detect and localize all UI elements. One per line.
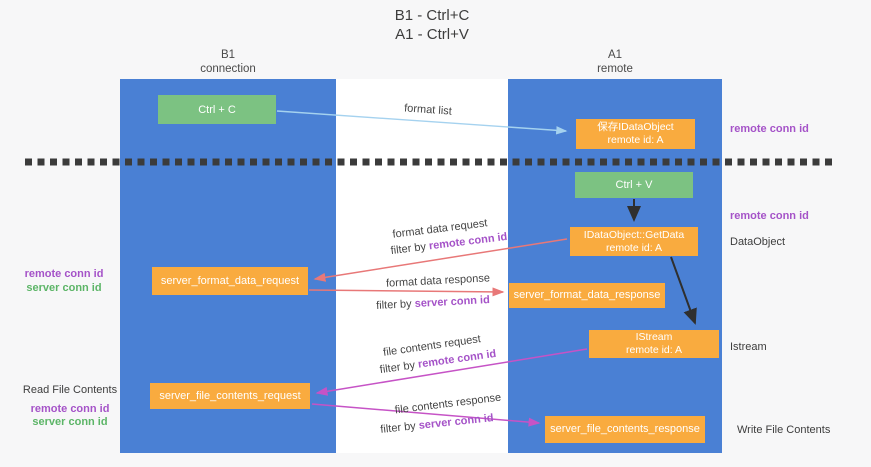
arrow-file-contents-response: [311, 403, 541, 427]
arrow-getdata-to-istream: [670, 256, 697, 325]
left-bottom-remote-conn-id: remote conn id: [30, 402, 110, 415]
node-istream-line1: IStream: [635, 331, 673, 343]
arrow-format-data-response: [308, 287, 505, 297]
annotation-left-bottom: Read File Contents remote conn id server…: [20, 384, 120, 430]
node-server-format-data-request: server_format_data_request: [152, 267, 308, 295]
node-istream-line2: remote id: A: [625, 344, 683, 356]
column-a1-name: A1: [607, 49, 623, 61]
node-format-response-label: server_format_data_response: [513, 289, 661, 301]
node-format-request-label: server_format_data_request: [160, 274, 300, 287]
diagram-title: B1 - Ctrl+C A1 - Ctrl+V: [282, 6, 582, 44]
title-line-2: A1 - Ctrl+V: [395, 26, 469, 43]
column-b1-name: B1: [220, 49, 236, 61]
node-getdata-line2: remote id: A: [605, 241, 663, 254]
arrow-format-data-request: [313, 238, 568, 282]
annotation-write-file-contents: Write File Contents: [737, 424, 831, 436]
node-server-format-data-response: server_format_data_response: [509, 283, 665, 308]
node-ctrl-v: Ctrl + V: [575, 172, 693, 198]
annotation-left-mid: remote conn id server conn id: [22, 268, 106, 295]
left-mid-server-conn-id: server conn id: [26, 281, 102, 294]
annotation-istream: Istream: [730, 341, 767, 353]
arrow-file-contents-request: [315, 348, 588, 396]
node-ctrl-c-label: Ctrl + C: [198, 103, 236, 116]
node-getdata-line1: IDataObject::GetData: [583, 228, 685, 241]
arrow-format-list: [276, 110, 568, 135]
left-bottom-server-conn-id: server conn id: [32, 416, 108, 428]
node-file-request-label: server_file_contents_request: [159, 389, 301, 402]
node-ctrl-v-label: Ctrl + V: [615, 179, 653, 191]
left-mid-remote-conn-id: remote conn id: [24, 268, 104, 280]
node-server-file-contents-request: server_file_contents_request: [150, 383, 310, 409]
column-header-a1: A1 remote: [508, 48, 722, 76]
node-file-response-label: server_file_contents_response: [550, 423, 700, 435]
column-header-b1: B1 connection: [120, 48, 336, 76]
annotation-remote-conn-id-top: remote conn id: [730, 123, 809, 135]
node-save-dataobject-line1: 保存IDataObject: [597, 121, 674, 133]
annotation-dataobject: DataObject: [730, 236, 786, 248]
node-idataobject-getdata: IDataObject::GetData remote id: A: [570, 227, 698, 256]
node-ctrl-c: Ctrl + C: [158, 95, 276, 124]
node-server-file-contents-response: server_file_contents_response: [545, 416, 705, 443]
annotation-remote-conn-id-mid: remote conn id: [730, 210, 809, 222]
filter-by-text: filter by: [375, 297, 415, 312]
column-b1-subtitle: connection: [200, 63, 256, 75]
node-istream: IStream remote id: A: [589, 330, 719, 358]
read-file-contents-label: Read File Contents: [22, 384, 118, 396]
node-save-dataobject: 保存IDataObject remote id: A: [576, 119, 695, 149]
middle-gap-panel: [336, 79, 508, 453]
column-a1-subtitle: remote: [597, 63, 633, 75]
title-line-1: B1 - Ctrl+C: [394, 7, 470, 24]
node-save-dataobject-line2: remote id: A: [607, 134, 664, 146]
